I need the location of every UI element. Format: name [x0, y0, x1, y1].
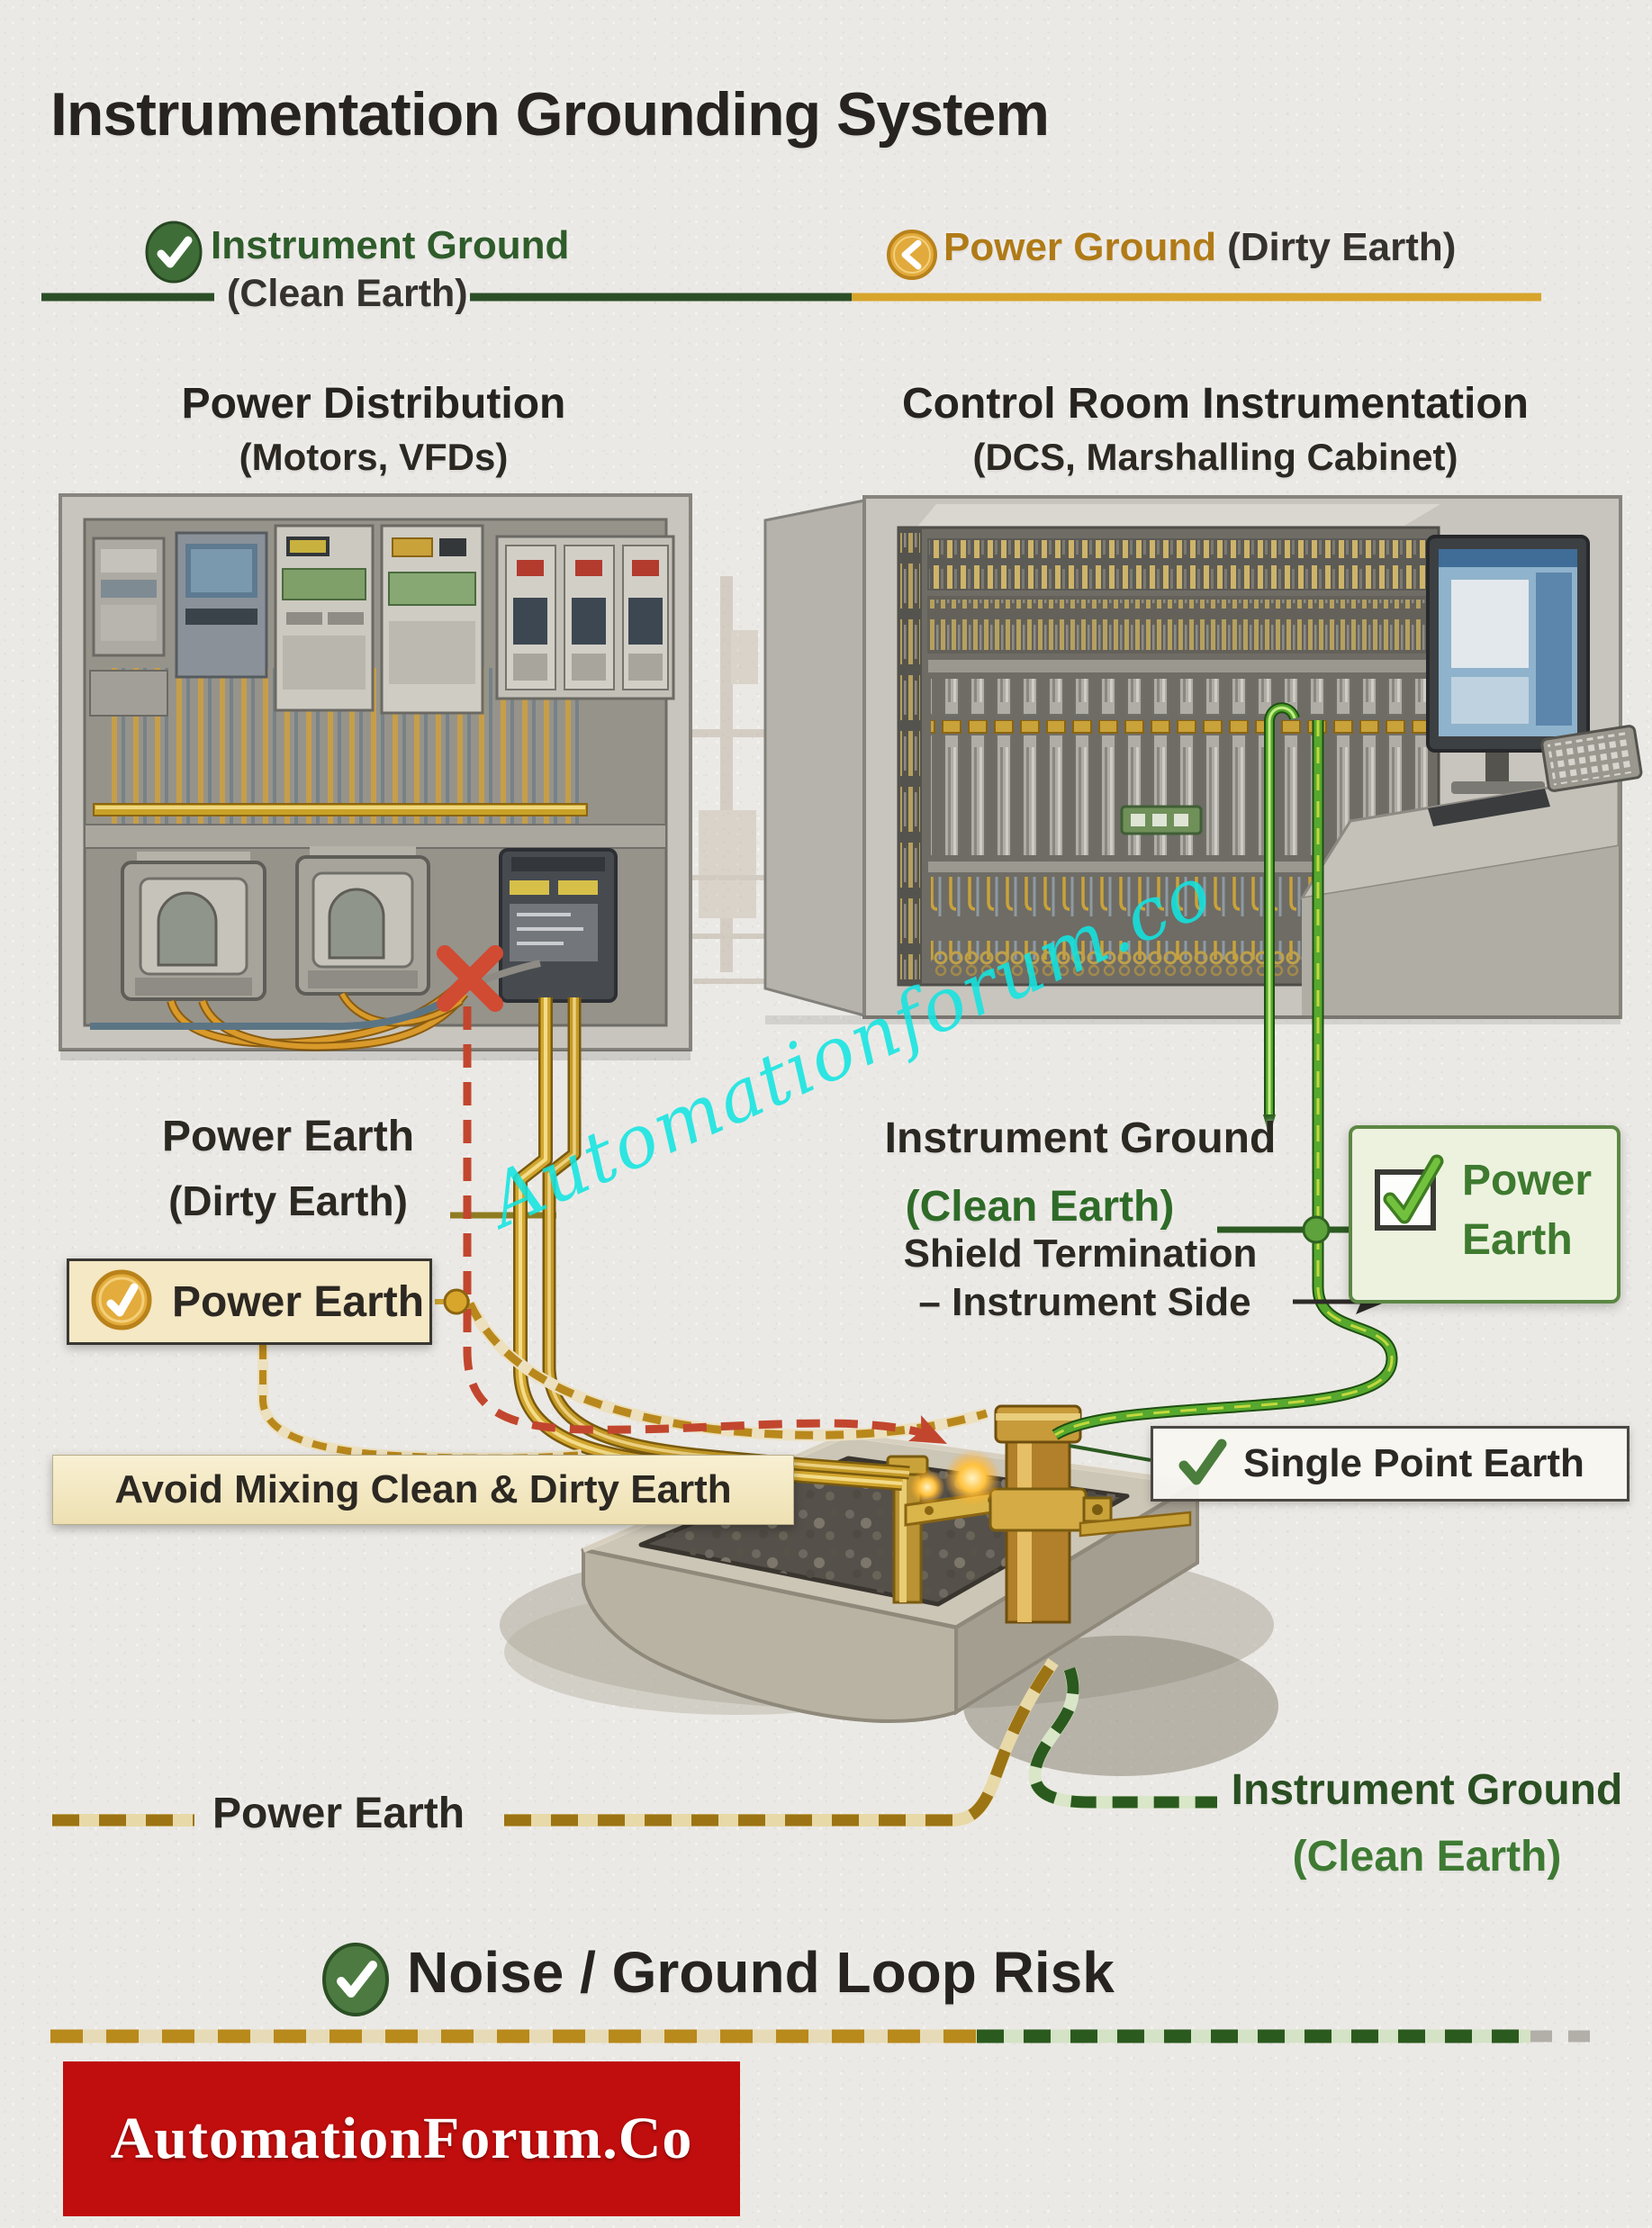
power-earth-mid-label: Power Earth: [161, 1113, 415, 1160]
ground-rod-main: [988, 1404, 1192, 1624]
console-desk: [1298, 725, 1643, 1015]
clean-earth-mid-label: (Clean Earth): [905, 1183, 1175, 1231]
instrument-ground-check-circle-icon: [144, 220, 203, 289]
power-earth-badge: Power Earth: [67, 1258, 432, 1345]
control-room-cabinet-illustration: [763, 495, 1643, 1024]
mixing-risk-red-dashed-path: [463, 1006, 947, 1444]
checkbox-check-icon: [1370, 1152, 1448, 1245]
section-subtitle-power-distribution: (Motors, VFDs): [239, 436, 509, 478]
motor-starter-1: [121, 852, 266, 1001]
single-point-node: [1302, 1215, 1331, 1244]
section-title-control-room: Control Room Instrumentation: [902, 380, 1529, 428]
single-point-earth-box: Single Point Earth: [1151, 1426, 1629, 1502]
section-title-power-distribution: Power Distribution: [181, 380, 566, 428]
power-earth-bottom-dashed-line: [52, 1658, 1059, 1827]
connection-glow: [934, 1440, 1010, 1516]
avoid-mixing-banner: Avoid Mixing Clean & Dirty Earth: [52, 1455, 794, 1525]
legend-power-ground: Power Ground(Dirty Earth): [943, 225, 1457, 269]
instrument-ground-mid-label: Instrument Ground: [884, 1114, 1277, 1162]
legend-instrument-ground-label: Instrument Ground: [211, 223, 570, 267]
brand-name: AutomationForum.Co: [110, 2106, 693, 2171]
background-scenery: [684, 576, 774, 984]
wrong-connection-x-mark: [437, 945, 503, 1012]
power-earth-badge-label: Power Earth: [172, 1277, 425, 1326]
motor-starter-2: [295, 846, 430, 996]
power-earth-box-line1: Power: [1462, 1157, 1593, 1204]
connection-glow-2: [904, 1464, 951, 1511]
section-subtitle-control-room: (DCS, Marshalling Cabinet): [972, 436, 1458, 478]
power-distribution-cabinet-illustration: [59, 493, 692, 1060]
green-check-icon: [1177, 1437, 1227, 1492]
shield-termination-label: Shield Termination: [903, 1231, 1258, 1276]
instrument-side-label: – Instrument Side: [918, 1280, 1251, 1324]
brand-banner: AutomationForum.Co: [63, 2061, 740, 2216]
single-point-earth-label: Single Point Earth: [1243, 1441, 1584, 1485]
instrument-ground-bottom-dashed-line: [1028, 1666, 1217, 1809]
instrument-ground-green-wires: [1052, 702, 1398, 1462]
power-ground-chevron-circle-icon: [886, 229, 938, 285]
dirty-earth-mid-label: (Dirty Earth): [168, 1177, 408, 1224]
power-earth-green-box: Power Earth: [1349, 1125, 1620, 1303]
keyboard: [1540, 725, 1643, 792]
legend-dirty-earth-label: (Dirty Earth): [1227, 225, 1457, 269]
page-title: Instrumentation Grounding System: [50, 80, 1050, 149]
power-earth-box-line2: Earth: [1462, 1216, 1573, 1264]
operator-monitor: [1426, 535, 1590, 794]
gold-check-icon: [91, 1269, 152, 1335]
instrument-ground-bottom-label: Instrument Ground: [1231, 1766, 1623, 1814]
legend-clean-earth-label: (Clean Earth): [227, 272, 468, 315]
power-earth-junction-node: [443, 1288, 470, 1315]
clean-earth-bottom-label: (Clean Earth): [1292, 1833, 1562, 1881]
protection-relay-box: [499, 848, 618, 1003]
breaker-units: [505, 545, 669, 690]
noise-risk-check-circle-icon: [320, 1941, 391, 2023]
legend-power-ground-label: Power Ground: [943, 225, 1217, 269]
noise-ground-loop-risk-label: Noise / Ground Loop Risk: [407, 1940, 1115, 2005]
power-earth-bottom-label: Power Earth: [212, 1790, 465, 1837]
avoid-mixing-label: Avoid Mixing Clean & Dirty Earth: [114, 1467, 732, 1511]
